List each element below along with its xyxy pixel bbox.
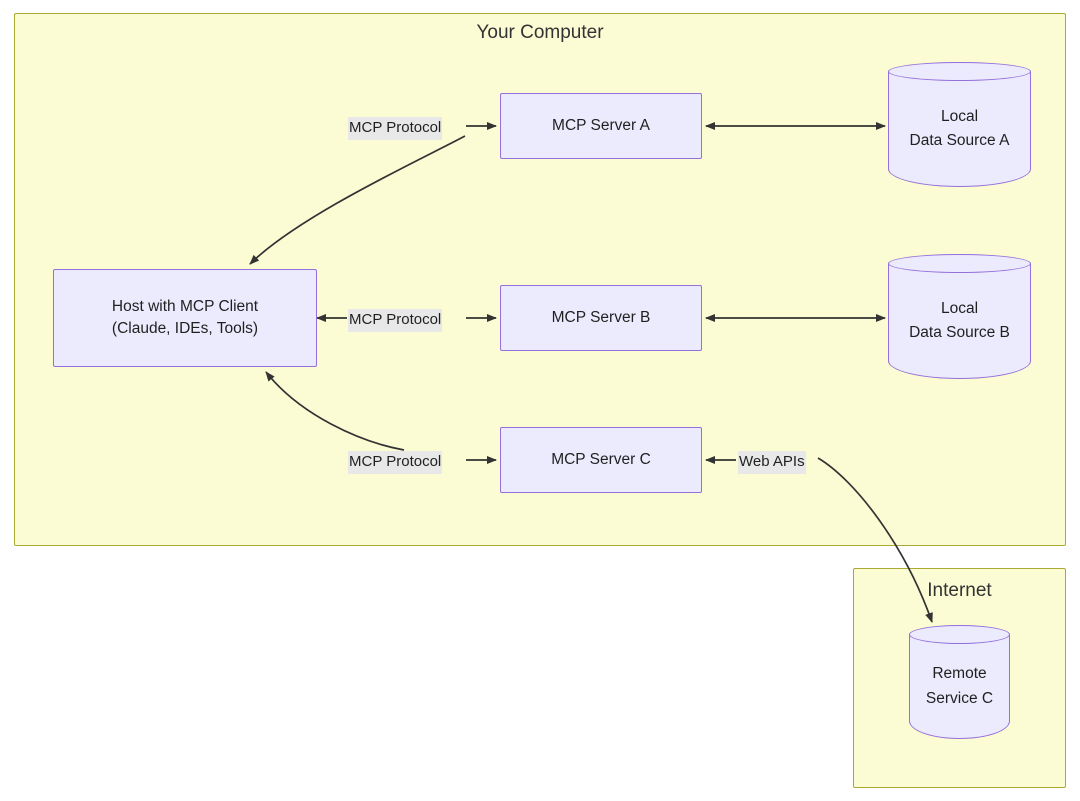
node-mcp-server-a-label: MCP Server A [552,116,650,134]
cluster-your-computer-label: Your Computer [476,22,604,43]
cylinder-body [888,71,1031,187]
cylinder-top-cap [909,625,1010,644]
cylinder-body [888,263,1031,379]
node-local-data-source-b[interactable]: Local Data Source B [888,254,1031,379]
cluster-internet-label: Internet [927,580,992,601]
cylinder-body [909,634,1010,739]
node-remote-service-c[interactable]: Remote Service C [909,625,1010,739]
node-mcp-server-b-label: MCP Server B [551,308,651,326]
node-remote-service-c-line2: Service C [925,689,994,707]
node-mcp-server-c[interactable]: MCP Server C [500,427,702,493]
node-local-data-source-a[interactable]: Local Data Source A [888,62,1031,187]
node-mcp-server-c-label: MCP Server C [551,450,651,468]
node-host-line2: (Claude, IDEs, Tools) [111,320,259,337]
cylinder-top-cap [888,254,1031,273]
node-mcp-server-a[interactable]: MCP Server A [500,93,702,159]
node-remote-service-c-line1: Remote [932,665,987,683]
node-local-data-source-a-line1: Local [940,107,979,125]
edge-label-mcp-protocol-c: MCP Protocol [348,451,443,474]
node-host-with-mcp-client[interactable]: Host with MCP Client (Claude, IDEs, Tool… [53,269,317,367]
node-host-line1: Host with MCP Client [111,297,259,315]
node-local-data-source-b-line2: Data Source B [909,324,1010,341]
node-local-data-source-b-text: Local Data Source B [888,263,1031,379]
edge-label-web-apis: Web APIs [738,451,806,474]
node-mcp-server-b[interactable]: MCP Server B [500,285,702,351]
node-local-data-source-b-line1: Local [940,299,979,317]
node-local-data-source-a-line2: Data Source A [909,132,1010,149]
edge-label-mcp-protocol-a: MCP Protocol [348,117,443,140]
cylinder-top-cap [888,62,1031,81]
node-remote-service-c-text: Remote Service C [909,634,1010,739]
edge-label-mcp-protocol-b: MCP Protocol [348,309,443,332]
node-local-data-source-a-text: Local Data Source A [888,71,1031,187]
